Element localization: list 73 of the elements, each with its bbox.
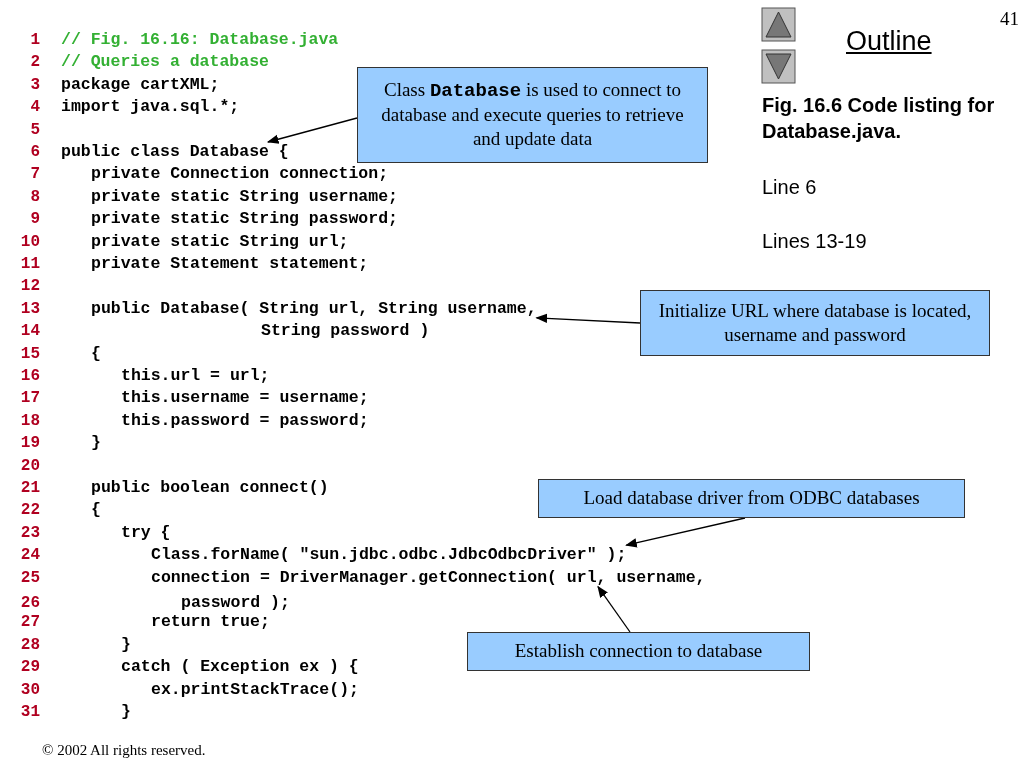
code-line: this.url = url; [121, 366, 270, 385]
line-number: 19 [19, 434, 40, 453]
line-number: 21 [19, 479, 40, 497]
code-line: Class.forName( "sun.jdbc.odbc.JdbcOdbcDriver" ); [151, 545, 627, 565]
code-line: } [121, 634, 131, 654]
code-line: private static String username; [91, 186, 398, 206]
code-line: private static String url; [91, 231, 349, 251]
heading: Outline [846, 26, 932, 57]
code-line: package cartXML; [61, 74, 220, 94]
line-number: 1 [29, 31, 40, 49]
line-number: 17 [19, 389, 40, 408]
line-number: 9 [29, 210, 40, 229]
line-number: 10 [19, 232, 40, 251]
code-line: { [91, 500, 101, 520]
code-line: private Connection connection; [91, 164, 389, 184]
callout-box: Initialize URL where database is located, username and password [640, 290, 990, 356]
code-line: public class Database { [61, 142, 289, 161]
code-line: catch ( Exception ex ) { [121, 657, 359, 677]
line-number: 22 [19, 501, 40, 520]
code-line: this.username = username; [121, 388, 369, 408]
line-number: 29 [19, 658, 40, 677]
code-line: String password ) [261, 321, 430, 341]
code-line: { [91, 343, 101, 363]
line-number: 12 [19, 277, 40, 296]
code-line: private static String password; [91, 209, 398, 229]
line-number: 30 [19, 680, 40, 699]
outline-item: Lines 13-19 [762, 230, 867, 253]
code-line: // Queries a database [61, 52, 269, 72]
figure-caption: Fig. 16.6 Code listing for Database.java. [762, 93, 996, 144]
code-line: ex.printStackTrace(); [151, 679, 359, 699]
page-number: 41 [1000, 8, 1019, 30]
leader-line [535, 313, 641, 324]
line-number: 20 [19, 456, 40, 475]
line-number: 2 [29, 53, 40, 72]
callout-box: Load database driver from ODBC databases [538, 479, 965, 518]
line-number: 24 [19, 546, 40, 565]
code-line: } [91, 433, 101, 453]
leader-line [625, 517, 746, 548]
line-number: 31 [19, 703, 40, 721]
leader-line [266, 117, 358, 144]
line-number: 16 [19, 367, 40, 385]
line-number: 3 [29, 75, 40, 94]
code-line: connection = DriverManager.getConnection( url, username, [151, 567, 706, 587]
line-number: 27 [19, 613, 40, 632]
code-line: private Statement statement; [91, 254, 369, 273]
line-number: 4 [29, 98, 40, 117]
line-number: 13 [19, 299, 40, 318]
code-line: try { [121, 522, 171, 542]
code-line: import java.sql.*; [61, 97, 240, 117]
line-number: 28 [19, 635, 40, 654]
code-line: public Database( String url, String username, [91, 298, 537, 318]
code-line: public boolean connect() [91, 478, 329, 497]
line-number: 14 [19, 322, 40, 341]
line-number: 8 [29, 187, 40, 206]
outline-item: Line 6 [762, 176, 817, 199]
code-line: password ); [181, 593, 290, 612]
code-line: return true; [151, 612, 270, 632]
line-number: 26 [19, 594, 40, 612]
line-number: 18 [19, 411, 40, 430]
code-line: this.password = password; [121, 410, 369, 430]
code-line: } [121, 702, 131, 721]
line-number: 23 [19, 523, 40, 542]
copyright-notice: © 2002 All rights reserved. [42, 742, 206, 759]
line-number: 11 [19, 255, 40, 273]
line-number: 15 [19, 344, 40, 363]
line-number: 6 [29, 143, 40, 161]
code-line: // Fig. 16.16: Database.java [61, 30, 339, 49]
leader-line [597, 585, 631, 633]
callout-box: Establish connection to database [467, 632, 810, 671]
line-number: 7 [29, 165, 40, 184]
callout-box: Class Database is used to connect to database and execute queries to retrieve and update data [357, 67, 708, 163]
line-number: 5 [29, 120, 40, 139]
line-number: 25 [19, 568, 40, 587]
